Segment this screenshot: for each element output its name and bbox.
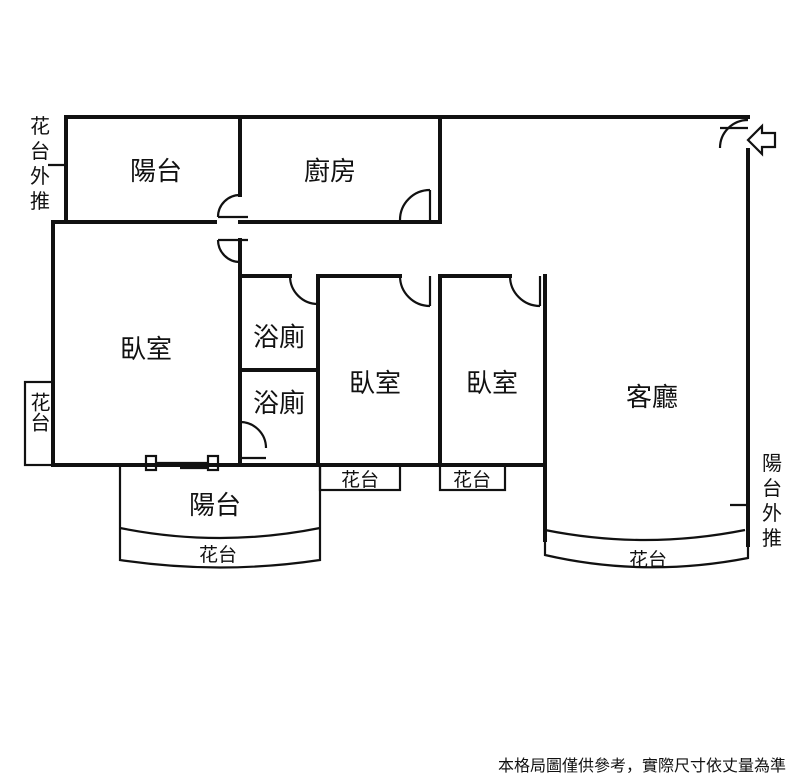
label-bedroom-left: 臥室 xyxy=(120,335,172,365)
svg-text:推: 推 xyxy=(762,526,782,550)
svg-text:台: 台 xyxy=(30,139,50,163)
label-planter-bottom-left: 花台 xyxy=(199,544,237,566)
svg-text:花台: 花台 xyxy=(27,392,51,432)
label-living-room: 客廳 xyxy=(626,383,678,413)
svg-text:台: 台 xyxy=(762,476,782,500)
svg-text:外: 外 xyxy=(762,501,782,525)
label-balcony-out-right: 陽 台 外 推 xyxy=(762,451,782,550)
label-planter-bottom-right: 花台 xyxy=(629,549,667,571)
label-planter-small-right: 花台 xyxy=(453,469,491,491)
sliding-door xyxy=(144,454,220,472)
label-bath-upper: 浴廁 xyxy=(253,323,305,353)
svg-text:推: 推 xyxy=(30,189,50,213)
label-bath-lower: 浴廁 xyxy=(253,389,305,419)
walls xyxy=(51,115,750,547)
label-bedroom-mid: 臥室 xyxy=(349,369,401,399)
label-planter-left-side: 花台 xyxy=(27,392,51,432)
disclaimer-note: 本格局圖僅供參考，實際尺寸依丈量為準 xyxy=(497,756,786,775)
label-balcony-top: 陽台 xyxy=(130,157,182,187)
doors xyxy=(216,118,749,460)
label-planter-out-top-left: 花 台 外 推 xyxy=(30,114,50,213)
label-bedroom-right: 臥室 xyxy=(466,369,518,399)
label-planter-small-mid: 花台 xyxy=(341,469,379,491)
entrance-arrow-icon xyxy=(746,123,777,157)
label-balcony-bottom: 陽台 xyxy=(189,491,241,521)
svg-text:花: 花 xyxy=(30,114,50,138)
svg-text:陽: 陽 xyxy=(762,451,782,475)
label-kitchen: 廚房 xyxy=(304,157,356,187)
planters xyxy=(23,380,750,569)
svg-text:外: 外 xyxy=(30,164,50,188)
